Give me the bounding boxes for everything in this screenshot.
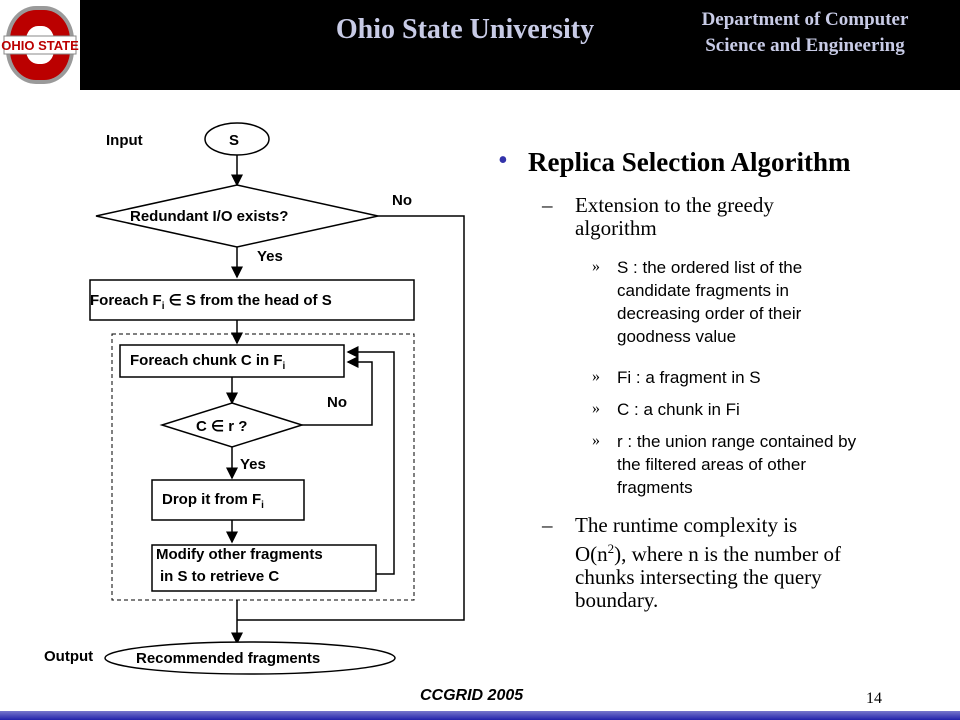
arrow-decision1-no [237,215,465,621]
conference-label: CCGRID 2005 [420,687,524,704]
ohio-state-logo: OHIO STATE [0,0,80,90]
foreach-chunk-label: Foreach chunk C in Fi [130,352,286,372]
sub-point-2: The runtime complexity is O(n2), where n… [575,514,925,612]
bullet-dot-icon: • [498,145,508,176]
block-o-logo-icon: OHIO STATE [1,6,79,84]
decision2-no-label: No [327,394,347,411]
item-c: C : a chunk in Fi [617,400,740,419]
output-node-label: Recommended fragments [136,650,321,667]
slide-title: Replica Selection Algorithm [528,147,851,177]
decision1-label: Redundant I/O exists? [130,208,289,225]
sub-point-1-line-2: algorithm [575,216,657,240]
arrow-modify-loop-back [346,346,395,575]
foreach-fragments-label: Foreach Fi ∈ S from the head of S [90,292,332,312]
sub-point-1: Extension to the greedy algorithm [575,194,925,240]
item-s-line-4: goodness value [617,327,737,346]
department-line-2: Science and Engineering [705,35,905,56]
output-node-shape [104,641,396,675]
arrow-decision2-no [302,356,373,426]
decision1-yes-label: Yes [257,248,283,265]
department-line-1: Department of Computer [701,9,909,30]
flowchart: Input S Redundant I/O exists? No Yes For… [0,90,480,690]
sub-point-1-line-1: Extension to the greedy [575,193,774,217]
item-r-line-3: fragments [617,478,693,497]
item-r-line-2: the filtered areas of other [617,455,807,474]
modify-shape [151,544,377,592]
department-name: Department of Computer Science and Engin… [660,7,950,59]
inner-loop-region [111,333,415,601]
drop-shape [151,479,305,521]
arrow-bullet-icon: » [592,258,600,275]
modify-line-1: Modify other fragments [156,546,323,563]
logo-lettering: OHIO STATE [1,38,79,53]
item-s-line-3: decreasing order of their [617,304,802,323]
foreach-chunk-shape [119,344,345,378]
page-number: 14 [866,690,882,707]
input-label: Input [106,132,143,149]
modify-label: Modify other fragments in S to retrieve … [156,544,323,588]
item-s-line-2: candidate fragments in [617,281,789,300]
item-s: S : the ordered list of the candidate fr… [617,256,927,348]
decision2-label: C ∈ r ? [196,418,248,435]
decision1-no-label: No [392,192,412,209]
arrow-bullet-icon: » [592,368,600,385]
dash-icon: – [542,513,553,537]
university-name: Ohio State University [335,14,595,45]
foreach-fragments-shape [89,279,415,321]
sub-point-2-line-2: O(n2), where n is the number of [575,541,842,566]
sub-point-2-line-4: boundary. [575,588,659,612]
sub-point-2-line-1: The runtime complexity is [575,513,798,537]
input-node-label: S [229,132,240,149]
item-s-line-1: S : the ordered list of the [617,258,803,277]
decision2-yes-label: Yes [240,456,266,473]
flowchart-shapes [89,122,465,675]
drop-label: Drop it from Fi [162,491,264,511]
dash-icon: – [542,193,553,217]
sub-point-2-line-3: chunks intersecting the query [575,565,822,589]
item-fi: Fi : a fragment in S [617,368,761,387]
modify-line-2: in S to retrieve C [160,568,280,585]
bottom-bar [0,711,960,720]
arrow-bullet-icon: » [592,432,600,449]
output-label: Output [44,648,94,665]
item-r: r : the union range contained by the fil… [617,430,927,499]
item-r-line-1: r : the union range contained by [617,432,857,451]
arrow-bullet-icon: » [592,400,600,417]
slide-header: OHIO STATE Ohio State University Departm… [0,0,960,90]
